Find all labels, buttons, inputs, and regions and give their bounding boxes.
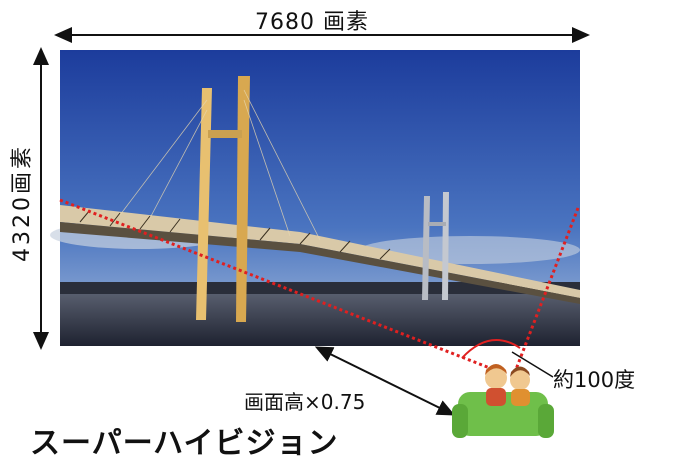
bridge-photo <box>50 50 580 374</box>
sight-line-right <box>513 207 580 373</box>
angle-arc <box>461 339 521 359</box>
diagram-canvas <box>33 27 590 438</box>
viewing-distance-label: 画面高×0.75 <box>244 390 366 414</box>
width-label: 7680 画素 <box>255 10 369 35</box>
viewers-on-sofa-icon <box>452 364 554 438</box>
height-label: 4320画素 <box>10 144 35 262</box>
viewing-angle-label: 約100度 <box>553 368 636 392</box>
distance-arrow <box>314 346 456 416</box>
angle-leader <box>511 351 554 378</box>
title: スーパーハイビジョン <box>30 426 339 461</box>
sight-line-left <box>59 198 501 374</box>
